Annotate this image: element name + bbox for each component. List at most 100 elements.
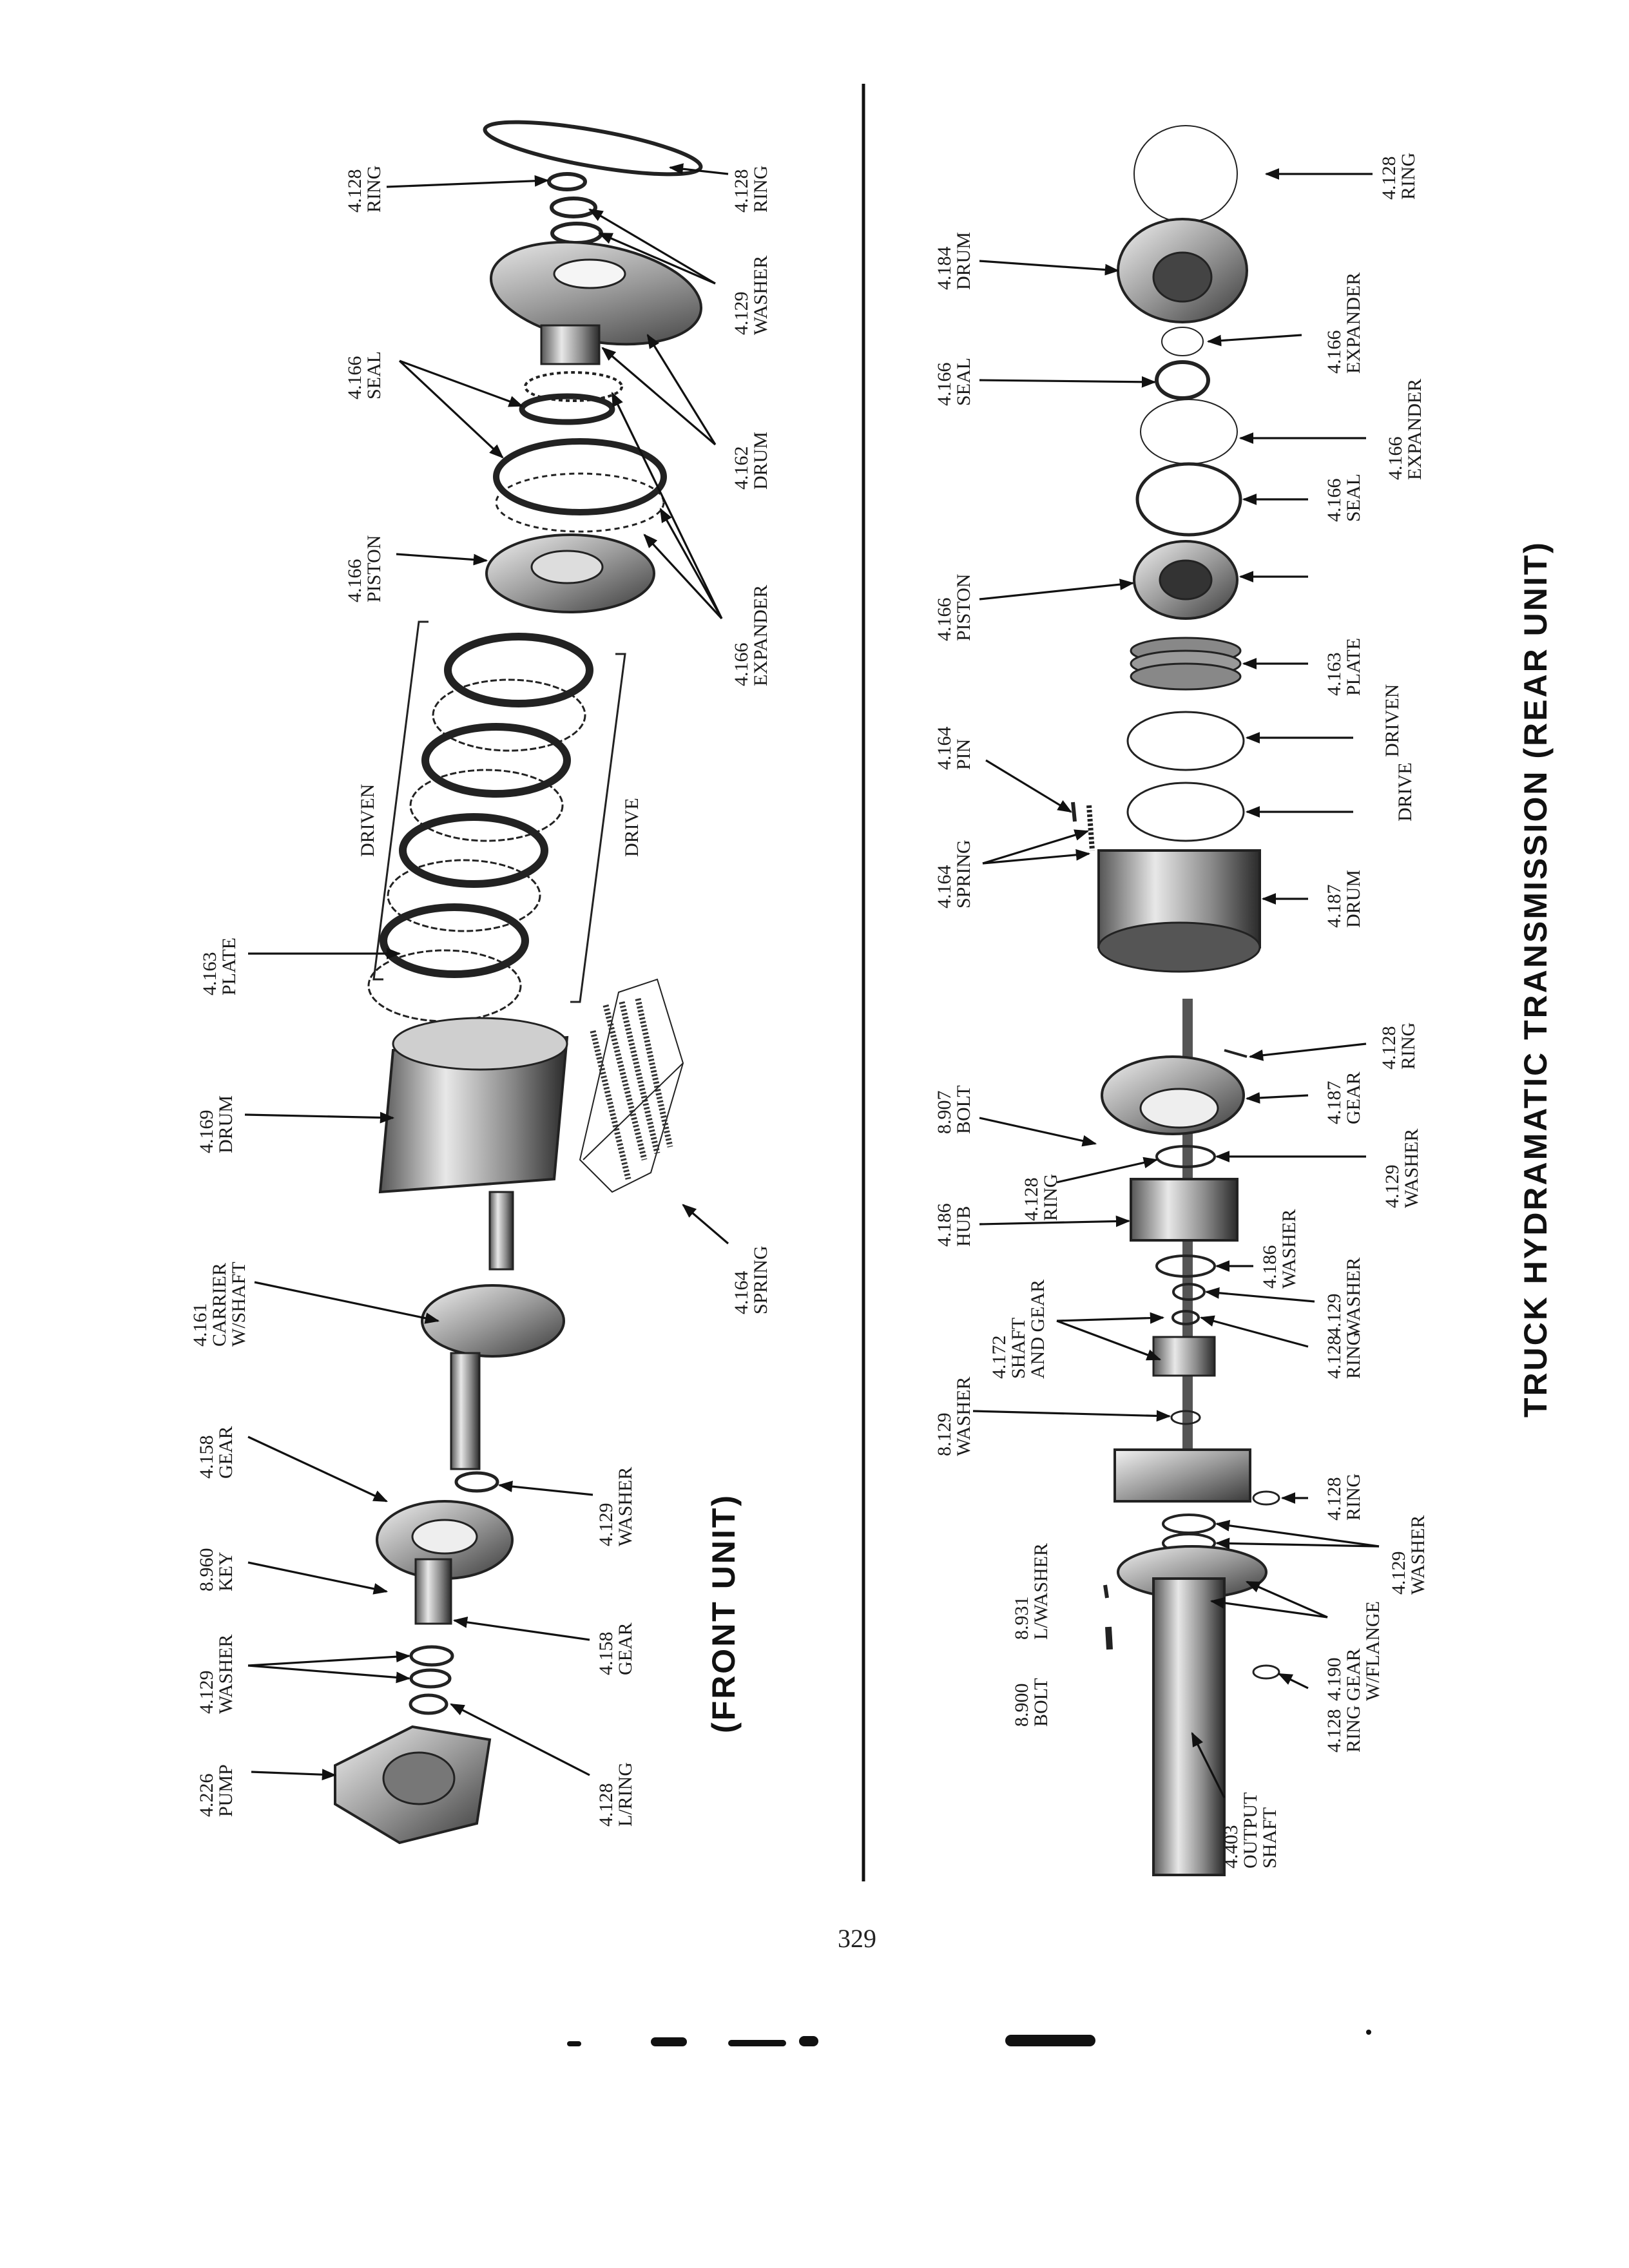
rear-unit-title: TRUCK HYDRAMATIC TRANSMISSION (REAR UNIT… (1518, 541, 1554, 1418)
front-callouts: 4.128RING 4.166SEAL 4.166PISTON DRIVEN 4… (189, 166, 771, 1827)
rear-washer-8129 (1170, 1410, 1201, 1425)
callout-gear158a: 4.158GEAR (196, 1426, 236, 1479)
washer-4129-b2 (409, 1668, 452, 1689)
front-plate-3 (421, 723, 571, 798)
r-callout-lwasher: 8.931L/WASHER (1011, 1543, 1052, 1640)
callout-drum169: 4.169DRUM (196, 1095, 236, 1153)
r-leader-ring-b (1199, 1315, 1309, 1348)
leader-ring-right (668, 163, 729, 175)
front-seal-small (519, 393, 615, 425)
callout-driven: DRIVEN (357, 784, 378, 857)
front-clutch-plates (367, 633, 593, 1023)
r-callout-shaftgear: 4.172SHAFTAND GEAR (988, 1280, 1048, 1379)
front-bracket-drive (570, 653, 626, 1003)
r-leader-drum184 (979, 260, 1120, 276)
r-callout-ring-d: 4.128RING (1324, 1706, 1364, 1753)
r-callout-exp2: 4.166EXPANDER (1385, 379, 1425, 480)
r-callout-drum184: 4.184DRUM (934, 232, 974, 290)
drum-162-gear-hub (540, 324, 601, 365)
washer-4129-b1 (409, 1645, 454, 1667)
front-piston-hole (530, 550, 604, 584)
scan-smudge-4 (799, 2036, 818, 2046)
spring-zigzag (583, 1062, 684, 1160)
gear-158 (376, 1500, 514, 1625)
shaft-gear-body (1152, 1336, 1216, 1377)
r-callout-washer129c: 4.129WASHER (1388, 1515, 1429, 1595)
front-unit-title: (FRONT UNIT) (706, 1494, 742, 1733)
r-leader-ring-a (1056, 1157, 1159, 1184)
r-leader-output (1191, 1731, 1226, 1798)
lring-4128 (409, 1693, 448, 1715)
callout-drive: DRIVE (621, 798, 642, 857)
leader-washer-a (247, 1651, 411, 1667)
r-leader-washer129b (1204, 1287, 1315, 1303)
r-callout-pin: 4.164PIN (934, 727, 974, 771)
r-leader-gearflange-2 (1210, 1597, 1328, 1619)
bracket-driven-line (372, 620, 429, 981)
front-plate-7 (380, 903, 529, 978)
rear-piston-bore (1159, 559, 1213, 601)
drum-169 (378, 1017, 569, 1194)
drum-162-hub (553, 258, 626, 289)
r-callout-spring: 4.164SPRING (934, 840, 974, 908)
leader-pump (251, 1769, 337, 1781)
rear-ring-top (1133, 125, 1238, 223)
leader-piston (396, 553, 488, 566)
r-leader-shaft-1 (1056, 1312, 1165, 1324)
gear-187 (1101, 1055, 1245, 1135)
r-leader-gear187 (1245, 1091, 1309, 1104)
r-leader-seal-left (979, 376, 1157, 388)
shaft-and-gear-172 (1152, 1336, 1216, 1377)
callout-pump: 4.226PUMP (196, 1764, 236, 1817)
callout-ring-top: 4.128RING (344, 166, 385, 213)
r-callout-bolt907: 8.907BOLT (934, 1085, 974, 1134)
r-callout-ring-c: 4.128RING (1324, 1474, 1364, 1521)
rear-ring-b (1171, 1310, 1200, 1325)
rear-pins (1071, 802, 1095, 851)
leader-gear158a (247, 1436, 389, 1503)
bracket-drive-line (570, 653, 626, 1003)
callout-expander: 4.166EXPANDER (731, 585, 771, 686)
r-callout-washer8129: 8.129WASHER (934, 1377, 974, 1456)
front-plate-8 (367, 949, 522, 1023)
leader-drum169 (244, 1111, 395, 1124)
spring-rod-2 (619, 1001, 660, 1155)
rear-plate-3 (1130, 662, 1242, 691)
callout-lring: 4.128L/RING (595, 1762, 636, 1827)
rear-spring-pins (1086, 805, 1095, 851)
front-seal-large (493, 438, 667, 515)
scan-smudge-2 (651, 2037, 687, 2046)
r-callout-washer129a: 4.129WASHER (1382, 1129, 1422, 1208)
r-leader-hub (979, 1215, 1131, 1227)
leader-expander-1 (611, 391, 723, 619)
front-plate-4 (409, 769, 564, 842)
r-callout-gearflange: 4.190GEARW/FLANGE (1324, 1601, 1383, 1701)
r-leader-washer129c-1 (1215, 1519, 1380, 1548)
r-callout-ring-b: 4.128RING (1324, 1332, 1364, 1379)
r-callout-plate: 4.163PLATE (1324, 638, 1364, 696)
r-callout-driven: DRIVEN (1382, 684, 1403, 757)
front-plate-6 (387, 859, 541, 932)
callout-piston: 4.166PISTON (344, 535, 385, 602)
callout-ring-right: 4.128RING (731, 166, 771, 213)
front-unit-parts (334, 120, 703, 1845)
r-leader-piston (979, 579, 1135, 601)
r-callout-ring-top: 4.128RING (1378, 153, 1419, 200)
pump-4226 (334, 1725, 492, 1845)
carrier-shaft-lower (450, 1352, 481, 1470)
carrier-w-shaft (421, 1191, 565, 1470)
rear-seal-1 (1155, 360, 1210, 400)
drum-187-bottom (1097, 921, 1261, 973)
flange-ring-1 (1162, 1514, 1216, 1534)
leader-lring (450, 1703, 590, 1776)
leader-expander-3 (643, 533, 723, 620)
pump-bore (382, 1751, 456, 1805)
rear-pin-1 (1071, 802, 1077, 822)
gear-158-bore (411, 1519, 478, 1555)
callout-washer129: 4.129WASHER (196, 1635, 236, 1714)
scan-smudge-5 (1005, 2035, 1095, 2046)
rear-unit-parts (1071, 125, 1280, 1876)
front-leaders (244, 163, 729, 1781)
spring-pack-outline (579, 978, 684, 1193)
scan-smudge-6 (1366, 2030, 1371, 2035)
